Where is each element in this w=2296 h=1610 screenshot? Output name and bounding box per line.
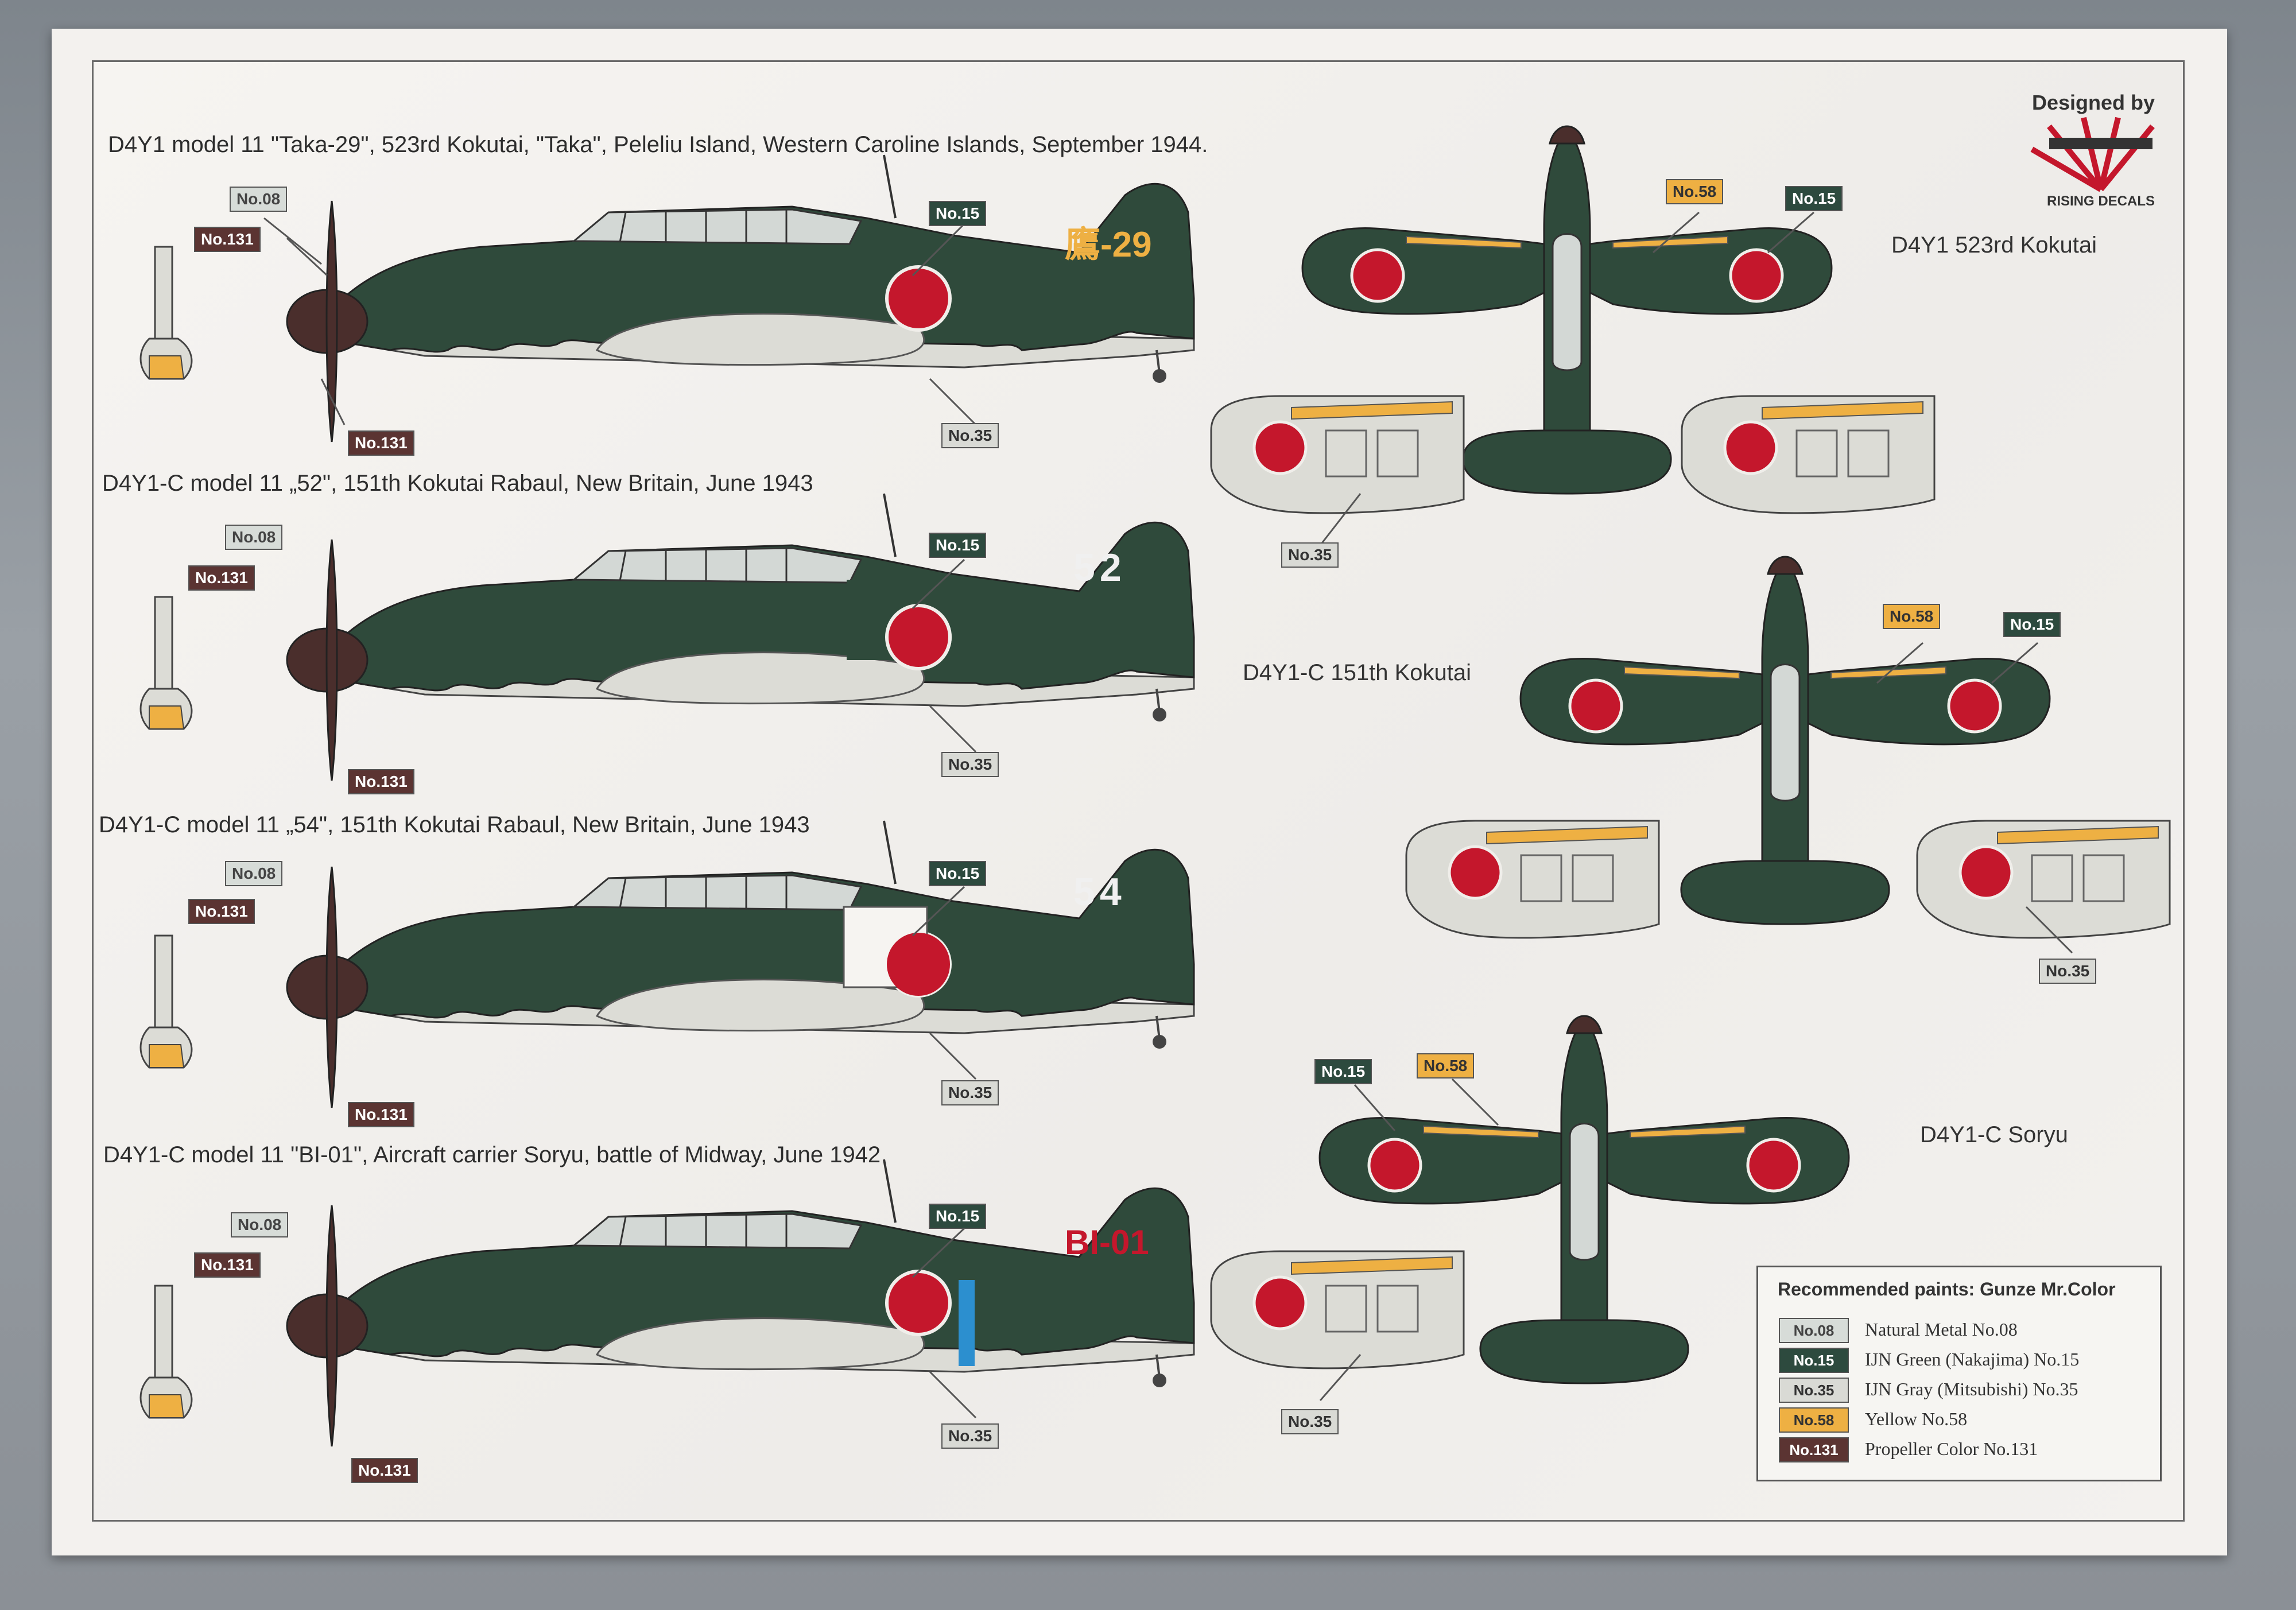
tag-no08: No.08	[231, 1212, 289, 1237]
side-profile-3	[287, 821, 1194, 1108]
tag-no58: No.58	[1883, 604, 1941, 629]
tag-no58: No.58	[1417, 1053, 1475, 1078]
tag-no15: No.15	[929, 861, 987, 886]
tail-code-1: 鷹-29	[1065, 225, 1152, 265]
tag-no15: No.15	[929, 533, 987, 558]
svg-text:RISING DECALS: RISING DECALS	[2047, 193, 2155, 209]
tag-no35: No.35	[1281, 542, 1339, 568]
tag-no08: No.08	[225, 525, 283, 550]
legend-swatch: No.35	[1779, 1378, 1849, 1403]
tag-no131: No.131	[194, 227, 261, 252]
view-label-soryu: D4Y1-C Soryu	[1920, 1122, 2068, 1147]
designed-by-label: Designed by	[2032, 91, 2155, 114]
tail-code-2: 52	[1073, 546, 1126, 589]
tag-no35: No.35	[941, 423, 999, 448]
side-profile-1	[287, 155, 1194, 442]
tag-no131: No.131	[194, 1252, 261, 1278]
tag-no35: No.35	[941, 1080, 999, 1105]
tail-code-3: 54	[1073, 870, 1126, 914]
tag-no58: No.58	[1666, 179, 1724, 204]
caption-profile-2: D4Y1-C model 11 „52", 151th Kokutai Raba…	[102, 471, 813, 496]
tag-no131: No.131	[188, 565, 255, 591]
rising-decals-logo: RISING DECALS	[2030, 117, 2155, 209]
paint-legend: Recommended paints: Gunze Mr.Color No.08…	[1756, 1266, 2162, 1481]
tag-no08: No.08	[225, 861, 283, 886]
tag-no35: No.35	[1281, 1409, 1339, 1434]
view-label-523rd: D4Y1 523rd Kokutai	[1891, 232, 2097, 258]
tag-no15: No.15	[2003, 612, 2061, 637]
legend-text: Propeller Color No.131	[1865, 1438, 2038, 1459]
tag-no15: No.15	[1785, 186, 1843, 211]
tag-no35: No.35	[941, 752, 999, 777]
tag-no131: No.131	[348, 1102, 414, 1127]
caption-profile-4: D4Y1-C model 11 "BI-01", Aircraft carrie…	[103, 1142, 881, 1167]
legend-swatch: No.15	[1779, 1348, 1849, 1373]
tag-no131: No.131	[348, 430, 414, 456]
side-profile-4	[287, 1159, 1194, 1446]
side-profile-2	[287, 494, 1194, 781]
blue-fuselage-band	[959, 1280, 975, 1366]
caption-profile-1: D4Y1 model 11 "Taka-29", 523rd Kokutai, …	[108, 132, 1208, 157]
legend-swatch: No.131	[1779, 1437, 1849, 1462]
legend-text: Yellow No.58	[1865, 1409, 1968, 1429]
legend-text: Natural Metal No.08	[1865, 1319, 2018, 1340]
caption-profile-3: D4Y1-C model 11 „54", 151th Kokutai Raba…	[99, 812, 810, 837]
tag-no131: No.131	[348, 769, 414, 794]
legend-text: IJN Green (Nakajima) No.15	[1865, 1349, 2080, 1370]
tag-no15: No.15	[929, 201, 987, 226]
tag-no15: No.15	[929, 1204, 987, 1229]
tail-code-4: BI-01	[1065, 1223, 1149, 1262]
legend-swatch: No.08	[1779, 1318, 1849, 1343]
tag-no15: No.15	[1314, 1059, 1372, 1084]
legend-title: Recommended paints: Gunze Mr.Color	[1778, 1279, 2116, 1299]
tag-no131: No.131	[188, 899, 255, 924]
legend-text: IJN Gray (Mitsubishi) No.35	[1865, 1379, 2078, 1399]
view-label-151th: D4Y1-C 151th Kokutai	[1243, 660, 1472, 685]
tag-no131: No.131	[351, 1458, 418, 1483]
tag-no35: No.35	[941, 1423, 999, 1449]
legend-swatch: No.58	[1779, 1407, 1849, 1433]
tag-no08: No.08	[230, 187, 288, 212]
tag-no35: No.35	[2039, 959, 2097, 984]
